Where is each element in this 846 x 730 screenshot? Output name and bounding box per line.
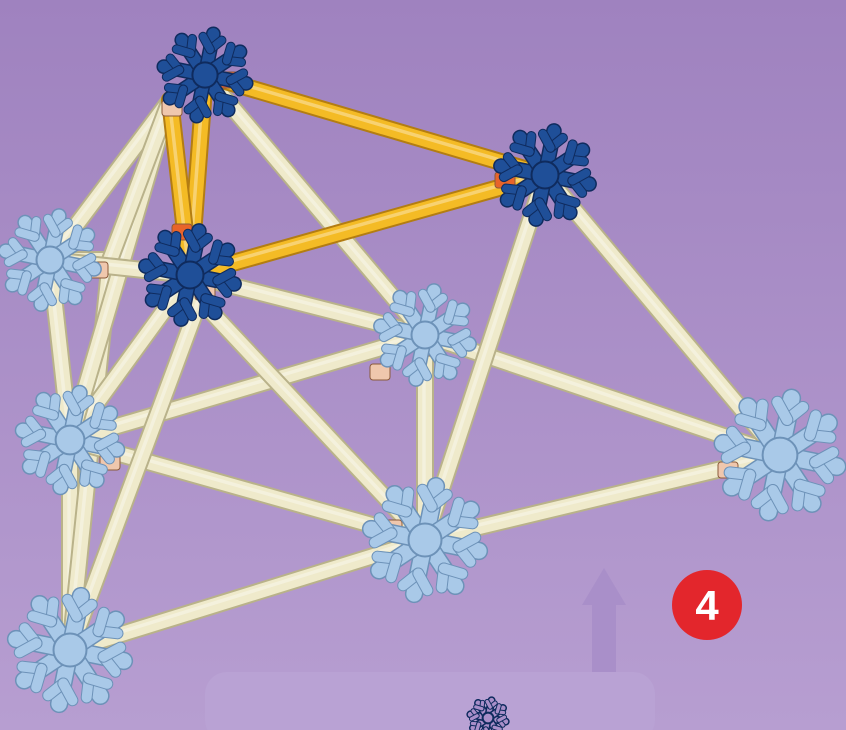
snowflake-connector-icon xyxy=(23,393,117,487)
dark-snowflake-connector-icon xyxy=(146,231,234,319)
step-number: 4 xyxy=(695,582,719,629)
snowflake-connector-icon xyxy=(6,216,94,304)
snowflake-connector-icon xyxy=(371,486,479,594)
step-badge: 4 xyxy=(672,570,742,640)
dark-snowflake-connector-icon xyxy=(164,34,246,116)
snowflake-connector-icon xyxy=(723,398,837,512)
hint-panel xyxy=(205,672,655,730)
dark-snowflake-connector-icon xyxy=(501,131,589,219)
snowflake-connector-icon xyxy=(16,596,124,704)
snowflake-connector-icon xyxy=(381,291,469,379)
